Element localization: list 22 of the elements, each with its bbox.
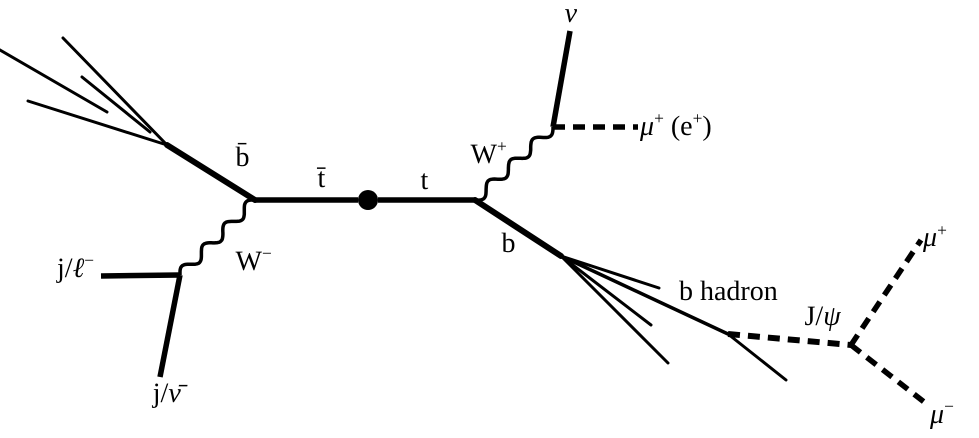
particle-line — [550, 30, 573, 128]
particle-label: W$^{−}$ — [234, 245, 273, 279]
particle-label: μ$^{+}$ (e$^{+}$) — [638, 110, 719, 144]
edge-label: t — [420, 164, 430, 198]
particle-label: μ$^{+}$ — [921, 221, 954, 256]
particle-line — [255, 197, 358, 203]
particle-line — [157, 274, 183, 378]
particle-label: J/ψ — [804, 300, 842, 334]
vertex-dot — [358, 190, 378, 210]
particle-label: ν — [562, 0, 584, 32]
edge-label: t̄ — [316, 162, 326, 196]
particle-label: b — [500, 227, 516, 261]
particle-label: b hadron — [678, 275, 779, 309]
particle-line — [378, 197, 475, 203]
dashed-line — [553, 124, 638, 130]
dashed-line — [848, 238, 924, 347]
particle-label: b̄ — [234, 141, 250, 175]
particle-label: j/ℓ$^{−}$ — [55, 252, 102, 286]
particle-label: W$^{+}$ — [470, 138, 508, 172]
particle-label: j/ν̄ — [150, 377, 188, 412]
particle-line — [100, 272, 180, 279]
particle-label: μ$^{−}$ — [928, 398, 961, 432]
